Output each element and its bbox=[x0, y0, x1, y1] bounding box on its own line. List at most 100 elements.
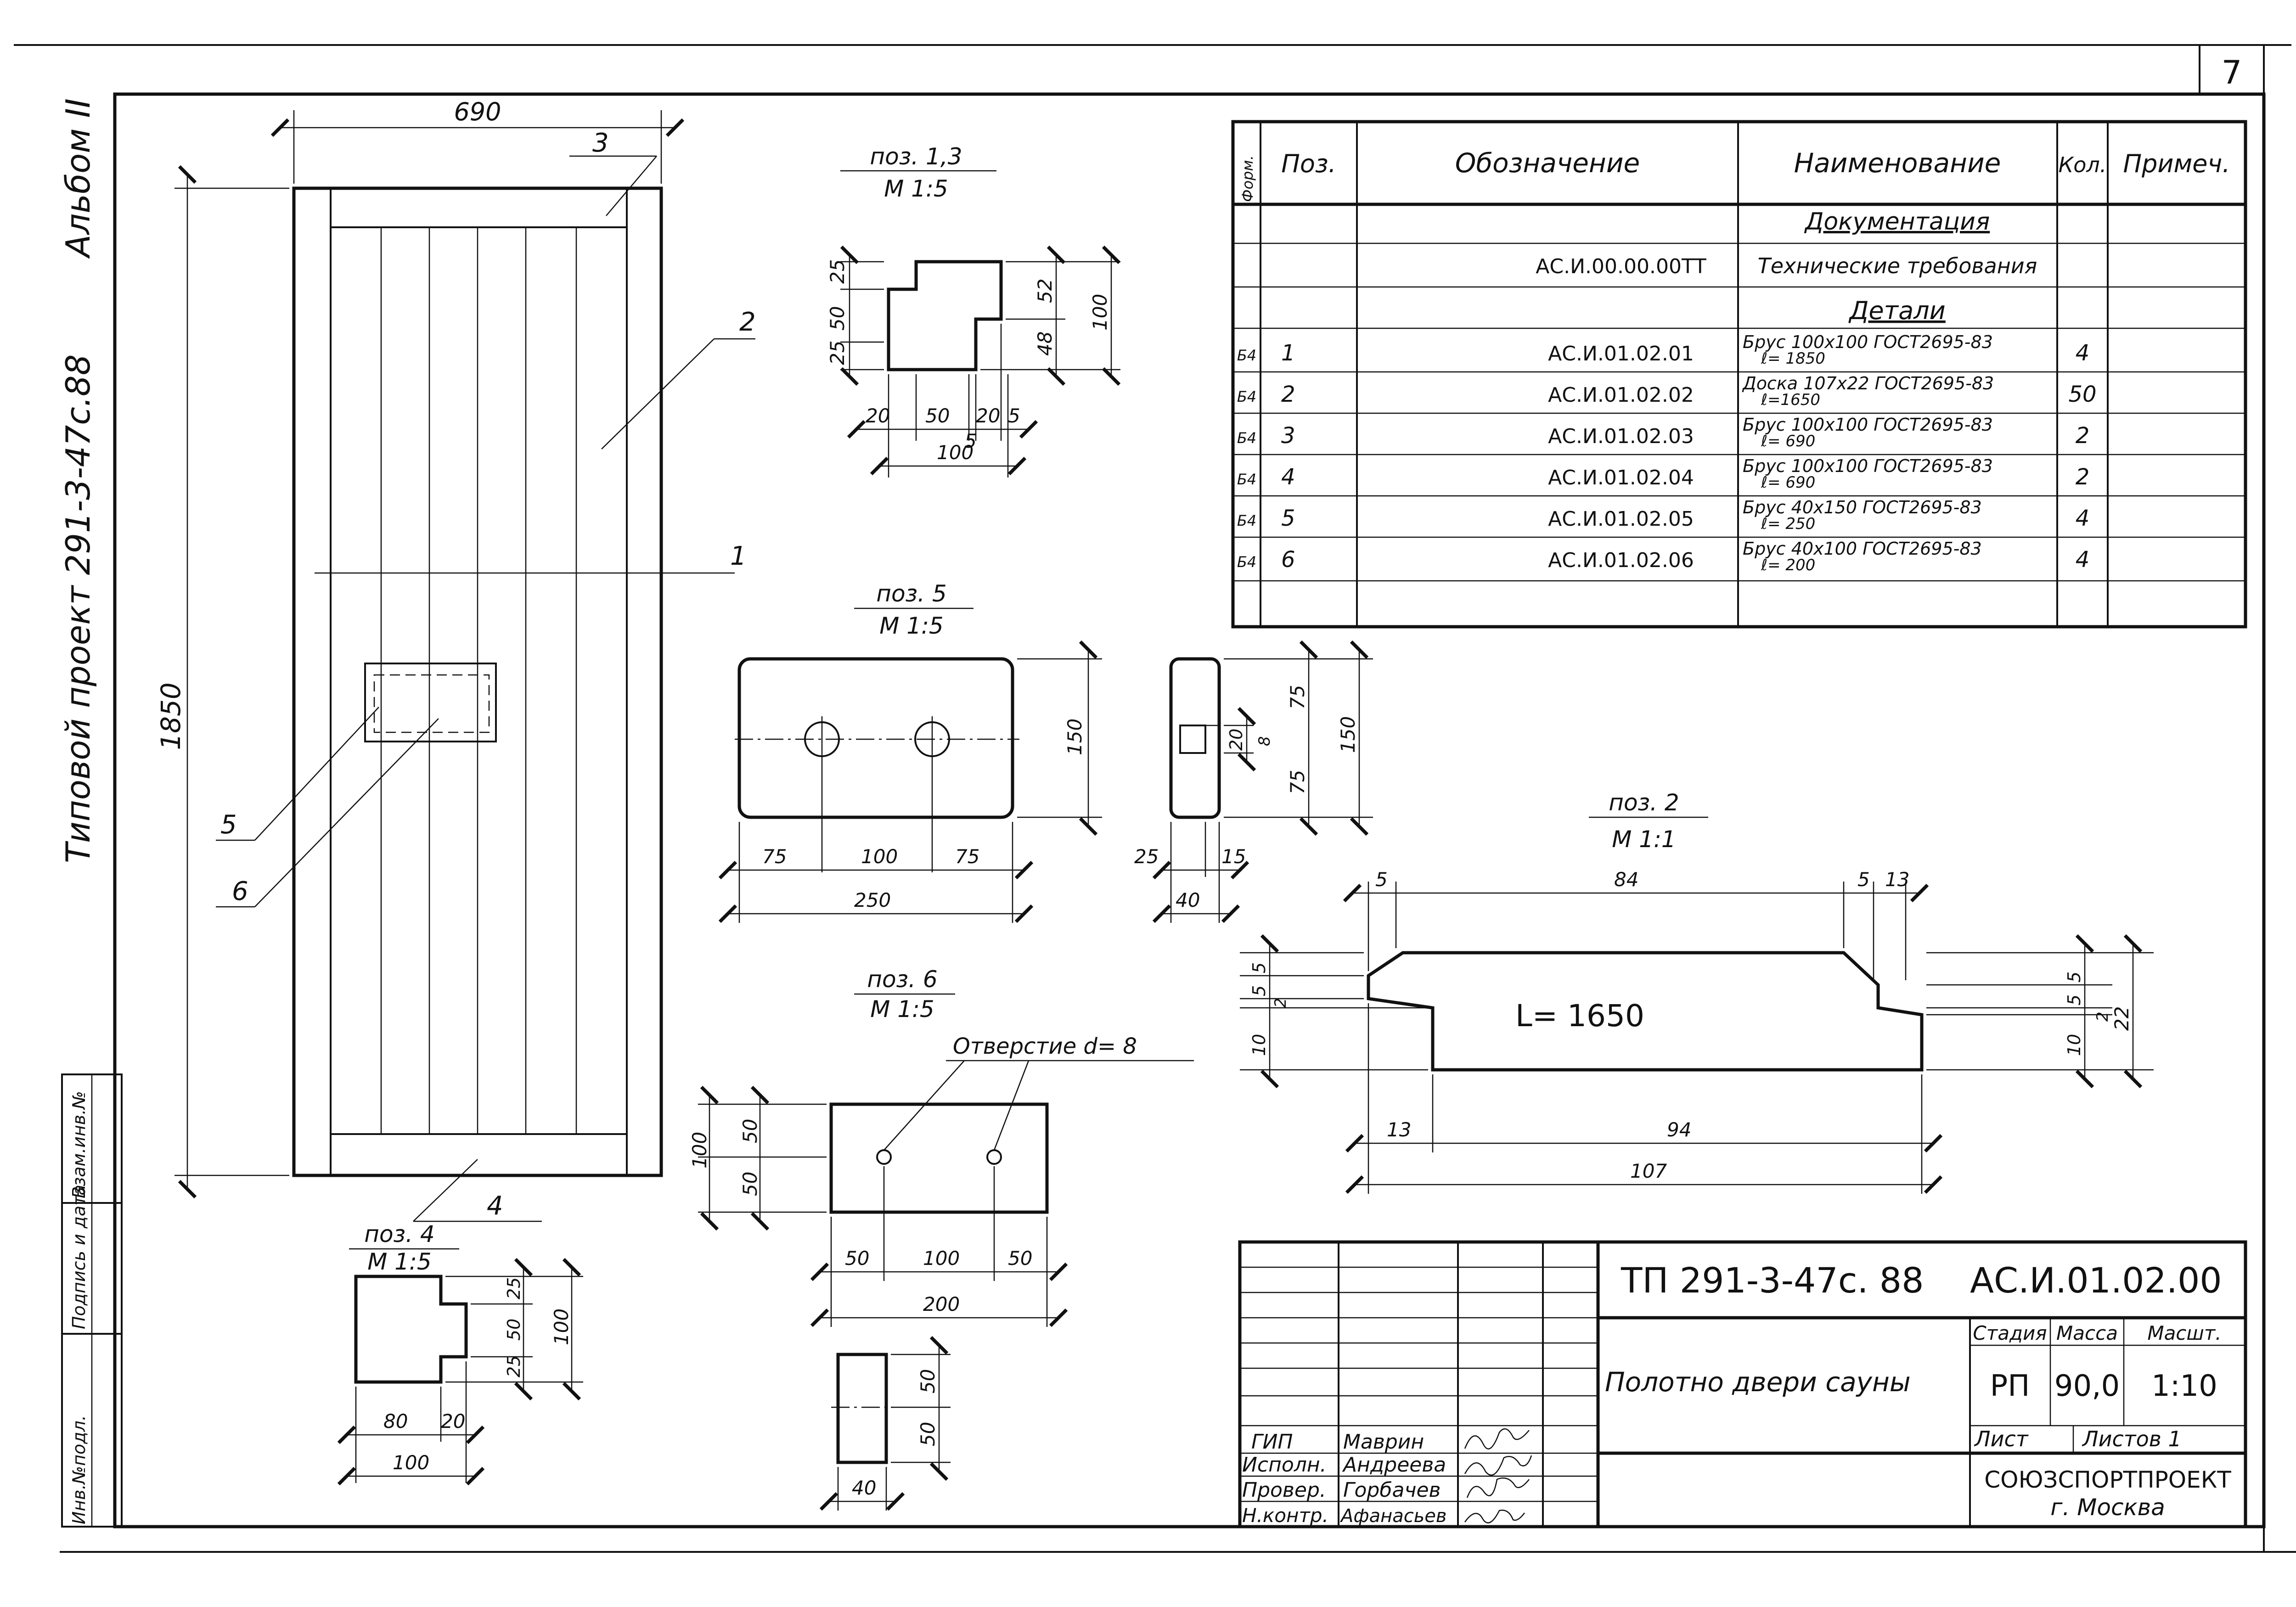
spec-doc-code: АС.И.00.00.00ТТ bbox=[1536, 255, 1706, 278]
pos5-title: поз. 5 bbox=[876, 580, 946, 607]
pos6-dim-b: 50 bbox=[739, 1119, 761, 1143]
pos5-dim-f: 25 bbox=[1134, 845, 1159, 868]
spec-row-qty: 2 bbox=[2076, 464, 2090, 490]
pos2-section bbox=[1240, 882, 2154, 1194]
pos5-dim-e: 150 bbox=[1064, 719, 1086, 755]
pos5-dim-h: 40 bbox=[1176, 889, 1200, 911]
door-elevation bbox=[292, 186, 663, 1177]
tb-mass-header: Масса bbox=[2056, 1322, 2118, 1344]
pos13-dim-h: 50 bbox=[925, 405, 950, 427]
pos5-front bbox=[718, 640, 1102, 923]
tb-stage-header: Стадия bbox=[1973, 1322, 2047, 1344]
spec-row-name: Брус 40х100 ГОСТ2695-83 bbox=[1743, 539, 1982, 559]
title-block-grid bbox=[1238, 1240, 2247, 1528]
spec-row-qty: 2 bbox=[2076, 423, 2090, 449]
spec-rows: Б4 1 АС.И.01.02.01 Брус 100х100 ГОСТ2695… bbox=[1237, 332, 2097, 574]
tb-org-name: СОЮЗСПОРТПРОЕКТ bbox=[1984, 1467, 2231, 1493]
pos5-scale: М 1:5 bbox=[879, 612, 944, 639]
tb-sheets-label: Листов 1 bbox=[2082, 1427, 2182, 1451]
pos2-dim-m: 22 bbox=[2110, 1006, 2133, 1031]
spec-row-pos: 4 bbox=[1281, 464, 1295, 490]
spec-row-length: ℓ= 200 bbox=[1761, 556, 1815, 574]
spec-row-code: АС.И.01.02.04 bbox=[1548, 466, 1694, 489]
spec-row-qty: 4 bbox=[2076, 547, 2090, 573]
spec-row-pos: 2 bbox=[1281, 382, 1295, 407]
spec-row: Б4 3 АС.И.01.02.03 Брус 100х100 ГОСТ2695… bbox=[1237, 415, 2089, 450]
pos5-dim-k: 75 bbox=[1286, 685, 1309, 709]
pos5-dim-b: 100 bbox=[861, 845, 898, 868]
pos6-dim-a: 100 bbox=[688, 1132, 711, 1169]
tb-scale: 1:10 bbox=[2151, 1369, 2217, 1403]
pos5-dim-l: 75 bbox=[1286, 770, 1309, 794]
spec-row-pos: 5 bbox=[1281, 506, 1295, 531]
spec-row-code: АС.И.01.02.06 bbox=[1548, 549, 1694, 572]
pos13-title: поз. 1,3 bbox=[870, 143, 962, 170]
pos5-dim-m: 150 bbox=[1337, 716, 1359, 753]
pos2-dim-n: 13 bbox=[1387, 1118, 1411, 1141]
spec-row-qty: 4 bbox=[2076, 506, 2090, 531]
pos6-dim-d: 50 bbox=[845, 1247, 869, 1270]
pos2-scale: М 1:1 bbox=[1612, 826, 1676, 853]
pos13-dim-d: 52 bbox=[1034, 279, 1056, 303]
tb-role-gip: ГИП bbox=[1251, 1430, 1293, 1454]
spec-doc-name: Технические требования bbox=[1758, 253, 2037, 278]
leader-4: 4 bbox=[487, 1191, 503, 1221]
tb-role-executor: Исполн. bbox=[1242, 1453, 1327, 1477]
spec-header-pos: Поз. bbox=[1281, 149, 1336, 178]
tb-project: ТП 291-3-47с. 88 bbox=[1621, 1260, 1924, 1301]
spec-row: Б4 2 АС.И.01.02.02 Доска 107х22 ГОСТ2695… bbox=[1237, 373, 2097, 409]
pos4-scale: М 1:5 bbox=[367, 1248, 432, 1275]
pos5-dim-g: 15 bbox=[1221, 845, 1246, 868]
spec-row-form: Б4 bbox=[1237, 429, 1256, 447]
spec-row: Б4 1 АС.И.01.02.01 Брус 100х100 ГОСТ2695… bbox=[1237, 332, 2089, 368]
pos2-dim-h: 10 bbox=[1249, 1034, 1269, 1056]
pos6-scale: М 1:5 bbox=[870, 996, 934, 1023]
pos5-dim-c: 75 bbox=[955, 845, 979, 868]
leader-2: 2 bbox=[739, 307, 756, 337]
pos6-dim-g: 200 bbox=[923, 1293, 960, 1315]
leader-5: 5 bbox=[220, 810, 237, 840]
stamp-sign-label: Подпись и дата bbox=[69, 1185, 89, 1329]
pos4-dim-d: 100 bbox=[550, 1309, 573, 1345]
door-height-dim: 1850 bbox=[155, 682, 186, 750]
pos4-title: поз. 4 bbox=[364, 1221, 434, 1247]
tb-scale-header: Масшт. bbox=[2147, 1322, 2221, 1344]
stamp-inv-label: Инв.№подл. bbox=[69, 1415, 89, 1524]
stamp-replace-label: Взам.инв.№ bbox=[69, 1091, 89, 1198]
pos5-dim-d: 250 bbox=[854, 889, 891, 911]
spec-row-length: ℓ= 1850 bbox=[1761, 349, 1825, 368]
spec-row-pos: 3 bbox=[1281, 423, 1295, 449]
tb-code: АС.И.01.02.00 bbox=[1970, 1260, 2222, 1301]
spec-row-length: ℓ=1650 bbox=[1761, 391, 1820, 409]
pos6-dim-h: 50 bbox=[917, 1369, 939, 1393]
spec-header-code: Обозначение bbox=[1455, 147, 1640, 179]
spec-row-code: АС.И.01.02.02 bbox=[1548, 383, 1694, 407]
pos2-dim-a: 5 bbox=[1375, 868, 1388, 891]
pos13-section bbox=[840, 245, 1121, 478]
pos4-section bbox=[337, 1258, 583, 1486]
spec-row-code: АС.И.01.02.03 bbox=[1548, 425, 1694, 448]
spec-table-grid bbox=[1231, 120, 2247, 629]
pos13-dim-c: 25 bbox=[826, 341, 849, 365]
spec-row-length: ℓ= 250 bbox=[1761, 515, 1815, 533]
pos5-side bbox=[1152, 640, 1373, 923]
pos4-dim-f: 20 bbox=[441, 1410, 465, 1433]
pos13-dim-e: 48 bbox=[1034, 332, 1056, 356]
spec-row: Б4 4 АС.И.01.02.04 Брус 100х100 ГОСТ2695… bbox=[1237, 456, 2089, 492]
door-dimensions bbox=[174, 110, 685, 1199]
spec-row-name: Брус 100х100 ГОСТ2695-83 bbox=[1743, 456, 1993, 476]
tb-sheet-label: Лист bbox=[1974, 1427, 2029, 1451]
pos4-dim-a: 25 bbox=[504, 1277, 524, 1299]
pos6-dim-j: 40 bbox=[852, 1477, 876, 1499]
pos5-dim-i: 20 bbox=[1226, 729, 1246, 751]
spec-row-code: АС.И.01.02.05 bbox=[1548, 507, 1694, 531]
pos13-dim-j: 5 bbox=[1008, 405, 1020, 427]
pos4-dim-g: 100 bbox=[393, 1451, 429, 1474]
tb-org-city: г. Москва bbox=[2050, 1494, 2165, 1521]
spec-row-pos: 6 bbox=[1281, 547, 1295, 573]
pos2-dim-f: 5 bbox=[1249, 985, 1269, 996]
pos5-dim-a: 75 bbox=[762, 845, 787, 868]
spec-row-form: Б4 bbox=[1237, 471, 1256, 488]
door-leaders bbox=[216, 155, 755, 1222]
spec-row-form: Б4 bbox=[1237, 553, 1256, 571]
